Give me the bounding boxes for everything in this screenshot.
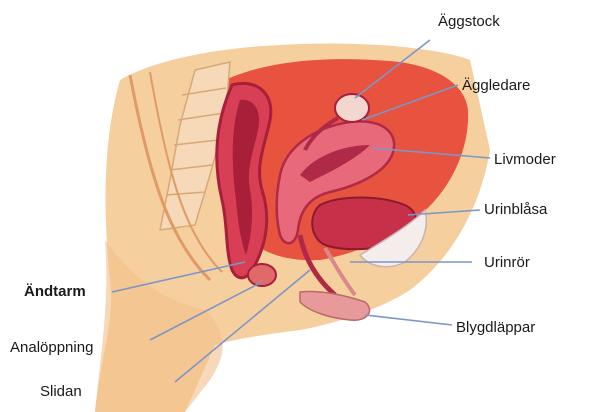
label-aggledare: Äggledare [462,78,530,93]
label-andtarm: Ändtarm [24,284,86,299]
label-analoppning: Analöppning [10,340,93,355]
ovary-shape [335,94,369,122]
label-slidan: Slidan [40,384,82,399]
label-urinblasa: Urinblåsa [484,202,547,217]
label-urinror: Urinrör [484,255,530,270]
label-blygdlappar: Blygdläppar [456,320,535,335]
leader-blygdlappar [365,315,452,325]
label-livmoder: Livmoder [494,152,556,167]
label-aggstock: Äggstock [438,14,500,29]
